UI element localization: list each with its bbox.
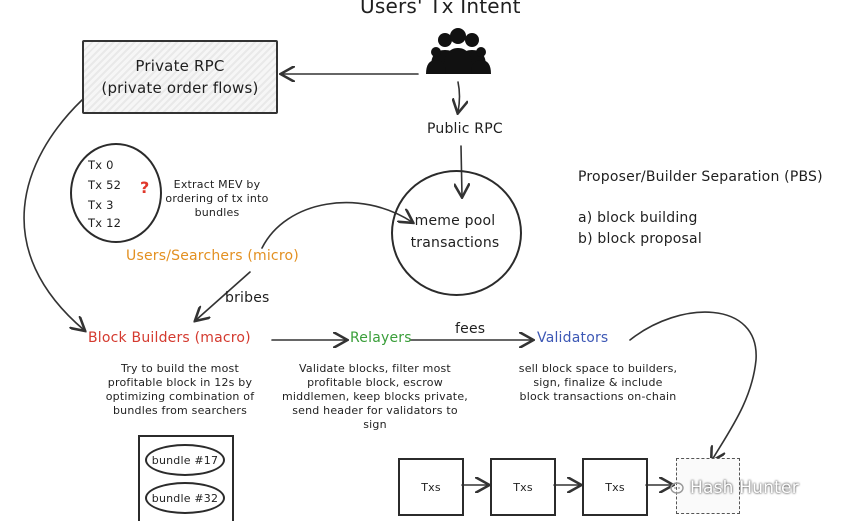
users-group-icon <box>426 28 491 74</box>
pbs-title: Proposer/Builder Separation (PBS) <box>578 169 823 185</box>
tx-item: Tx 52 <box>88 178 122 192</box>
validators-description: sell block space to builders, sign, fina… <box>518 362 678 403</box>
bundle-item: bundle #17 <box>145 444 225 476</box>
tx-item: Tx 3 <box>88 198 114 212</box>
mempool-circle <box>391 170 522 296</box>
chat-bubble-icon <box>670 482 684 494</box>
validators-label: Validators <box>537 330 609 346</box>
extract-mev-note: Extract MEV by ordering of tx into bundl… <box>165 178 269 219</box>
fees-label: fees <box>455 321 486 337</box>
block-builders-description: Try to build the most profitable block i… <box>105 362 255 417</box>
bundle-container <box>138 435 234 521</box>
pbs-item-a: a) block building <box>578 210 698 226</box>
tx-list-circle <box>70 143 162 243</box>
new-block-placeholder <box>676 458 740 514</box>
tx-item: Tx 12 <box>88 216 122 230</box>
arrow-searchers-to-mempool <box>261 201 412 249</box>
bribes-label: bribes <box>225 290 270 306</box>
mempool-line2: transactions <box>410 235 500 251</box>
block-txs-box: Txs <box>398 458 464 516</box>
relayers-label: Relayers <box>350 330 412 346</box>
block-builders-label: Block Builders (macro) <box>88 330 251 346</box>
block-txs-box: Txs <box>582 458 648 516</box>
arrow-private-rpc-to-builders <box>23 99 84 330</box>
private-rpc-box: Private RPC (private order flows) <box>82 40 278 114</box>
bundle-item: bundle #32 <box>145 482 225 514</box>
mempool-line1: meme pool <box>414 213 496 229</box>
arrow-searchers-to-builders <box>196 271 251 320</box>
public-rpc-label: Public RPC <box>427 121 503 137</box>
question-mark: ? <box>140 178 150 197</box>
arrow-users-to-public-rpc <box>458 81 460 112</box>
tx-item: Tx 0 <box>88 158 114 172</box>
mempool-label: meme pool transactions <box>400 210 510 254</box>
relayers-description: Validate blocks, filter most profitable … <box>281 362 468 431</box>
watermark-text: Hash Hunter <box>690 478 799 498</box>
arrow-validators-to-chain <box>629 311 757 460</box>
block-txs-box: Txs <box>490 458 556 516</box>
private-rpc-label: Private RPC <box>135 57 225 75</box>
pbs-item-b: b) block proposal <box>578 231 702 247</box>
searchers-label: Users/Searchers (micro) <box>126 248 299 264</box>
private-rpc-sublabel: (private order flows) <box>101 79 259 97</box>
diagram-title: Users' Tx Intent <box>360 0 521 18</box>
